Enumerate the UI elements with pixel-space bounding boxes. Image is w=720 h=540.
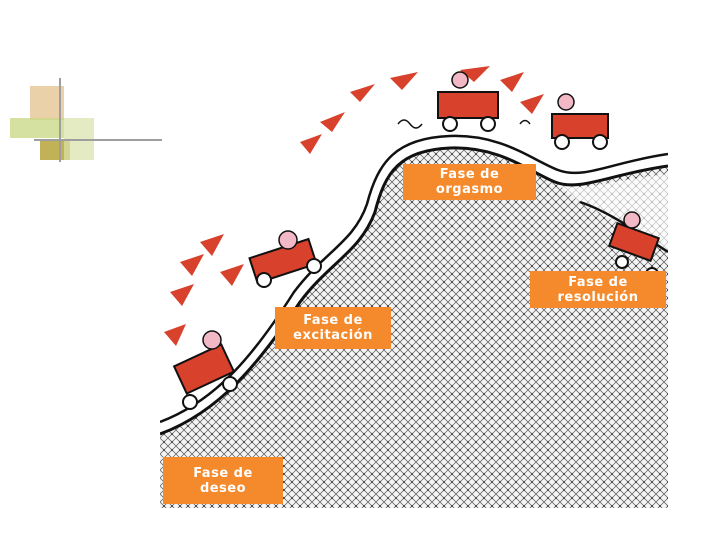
phase-label-line2: excitación	[293, 328, 373, 343]
corner-decoration	[10, 78, 162, 162]
phase-label-orgasmo: Fase de orgasmo	[403, 164, 536, 200]
deco-tan-square	[30, 86, 64, 120]
phase-label-line1: Fase de	[193, 465, 253, 481]
phase-label-deseo: Fase de deseo	[163, 457, 283, 504]
track-inner	[160, 134, 668, 424]
phase-label-line2: deseo	[199, 480, 247, 496]
coffee-cup-icon	[397, 119, 531, 129]
baby-icon	[202, 71, 641, 350]
phase-label-line2: orgasmo	[435, 182, 504, 197]
phase-label-line1: Fase de	[439, 167, 500, 182]
phase-label-line2: resolución	[557, 289, 639, 305]
track-outer	[160, 146, 668, 436]
paper-plane-icon	[164, 66, 544, 346]
phase-label-resolucion: Fase de resolución	[530, 271, 666, 308]
phase-label-line1: Fase de	[303, 313, 363, 328]
phase-label-line1: Fase de	[568, 274, 628, 290]
mountain-shape	[160, 147, 668, 508]
deco-olive-square	[40, 140, 70, 160]
stroller-icon	[172, 91, 661, 410]
phase-label-excitacion: Fase de excitación	[275, 307, 391, 349]
response-cycle-illustration	[160, 66, 668, 508]
deco-green-bar	[10, 118, 64, 138]
